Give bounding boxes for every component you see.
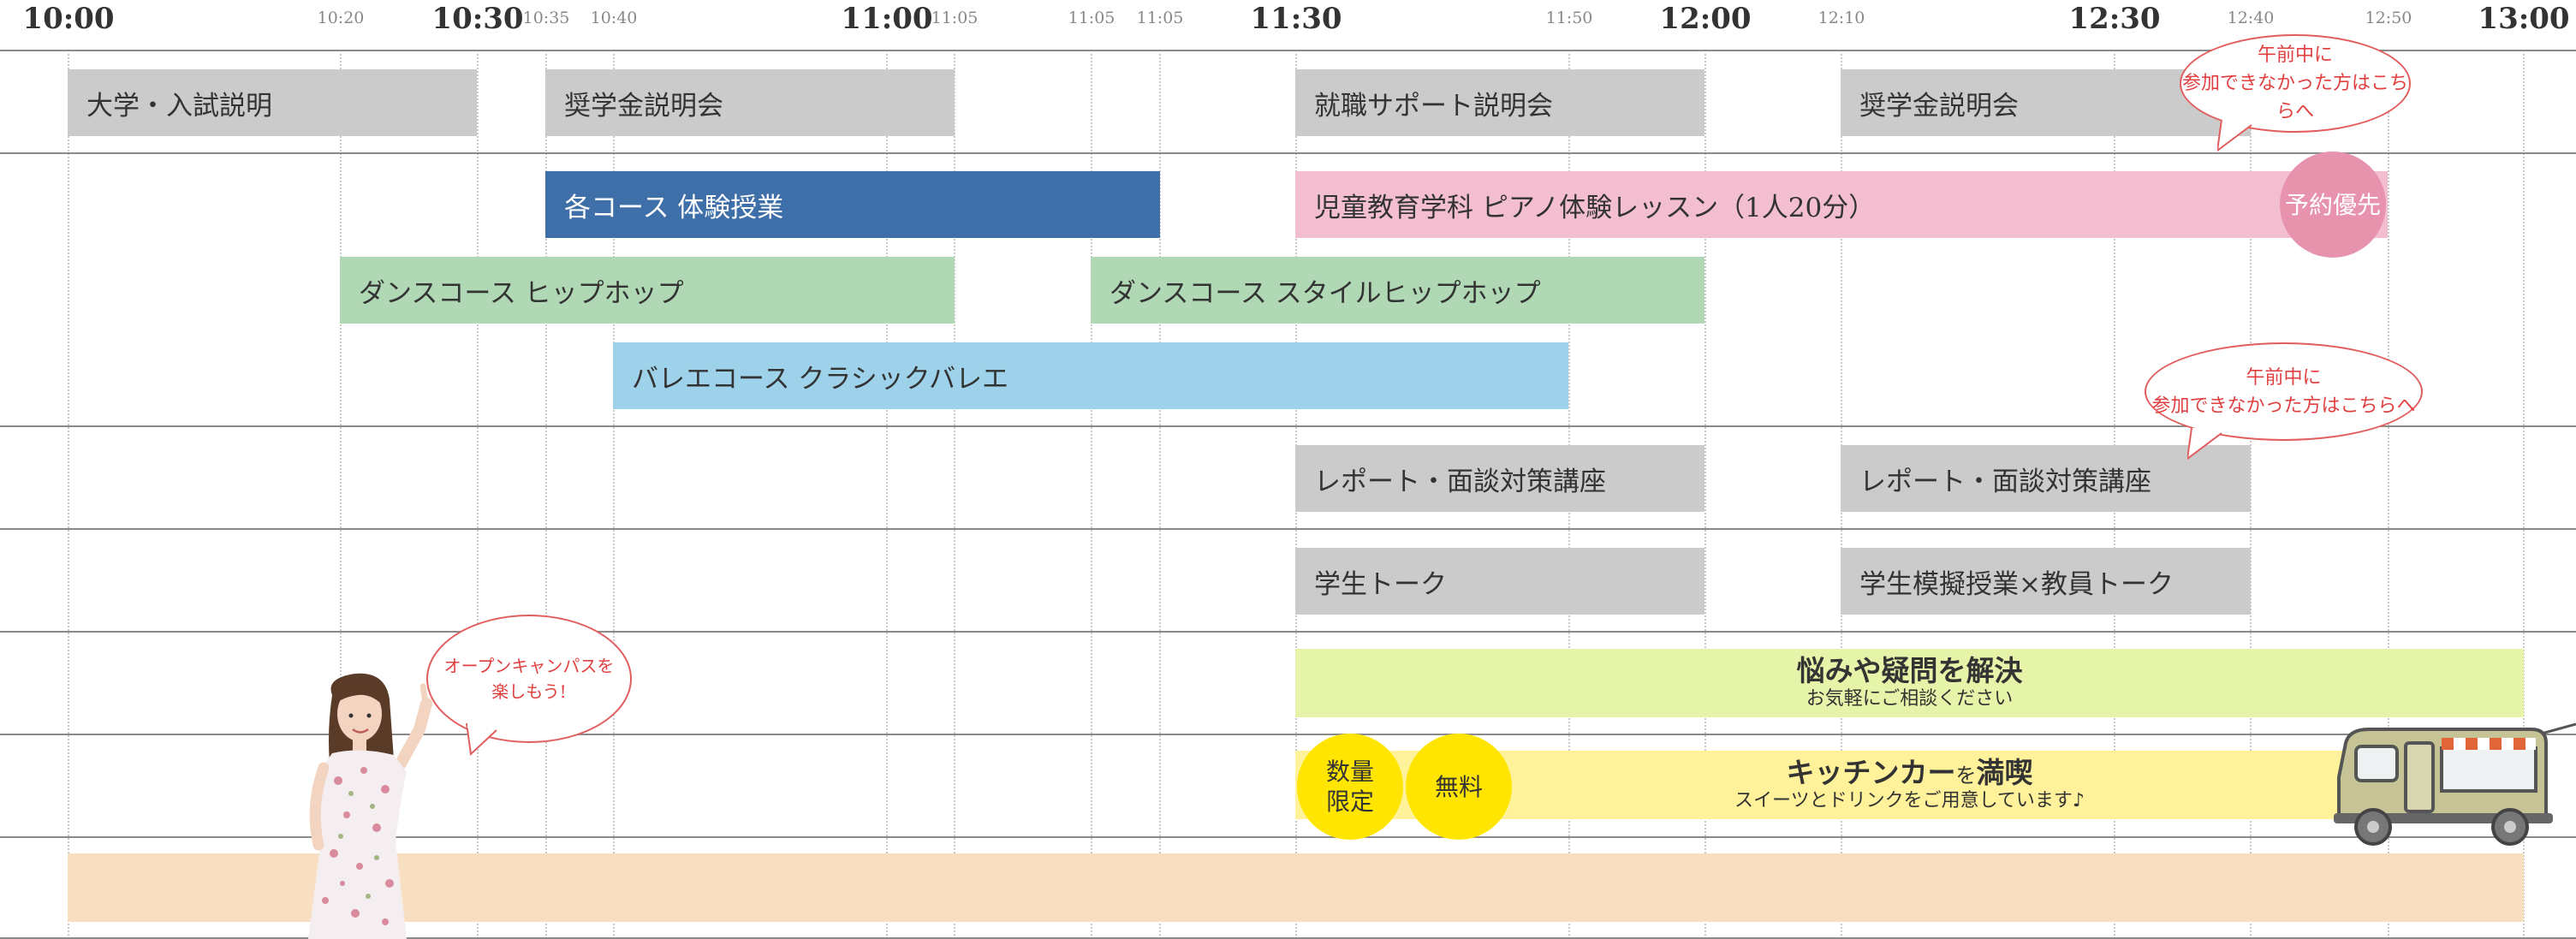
- major-tick: 12:00: [1659, 2, 1752, 36]
- free-badge: 無料: [1406, 734, 1512, 840]
- session-mock-class[interactable]: 学生模擬授業×教員トーク: [1841, 548, 2251, 615]
- bubble-tail-middle: [2187, 428, 2222, 461]
- session-label: レポート・面談対策講座: [1314, 466, 1606, 497]
- row-line: [0, 152, 2576, 154]
- speech-bubble-person: オープンキャンパスを 楽しもう!: [426, 615, 632, 743]
- bubble-tail-top: [2217, 120, 2252, 152]
- reservation-priority-badge: 予約優先: [2280, 152, 2386, 258]
- guide-line: [613, 50, 615, 939]
- session-label: 就職サポート説明会: [1314, 90, 1553, 122]
- session-label: 学生トーク: [1314, 568, 1447, 600]
- bubble-top-line1: 午前中に: [2257, 45, 2333, 66]
- bubble-tail-person: [466, 723, 497, 757]
- minor-tick: 10:35: [522, 9, 570, 27]
- guide-line: [340, 50, 342, 939]
- minor-tick: 12:40: [2227, 9, 2275, 27]
- guide-line: [477, 50, 479, 939]
- row-line: [0, 528, 2576, 530]
- row-line: [0, 50, 2576, 51]
- guide-line: [68, 50, 69, 939]
- guide-line: [1091, 50, 1092, 939]
- session-label: ダンスコース ヒップホップ: [359, 277, 684, 309]
- session-career[interactable]: 就職サポート説明会: [1295, 69, 1704, 136]
- guide-line: [954, 50, 955, 939]
- session-label: ダンスコース スタイルヒップホップ: [1110, 277, 1541, 309]
- row-line: [0, 631, 2576, 633]
- session-label: バレエコース クラシックバレエ: [632, 363, 1009, 395]
- student-illustration: [308, 673, 432, 939]
- session-dance-style[interactable]: ダンスコース スタイルヒップホップ: [1091, 257, 1704, 324]
- limited-badge-line2: 限定: [1325, 787, 1374, 816]
- minor-tick: 11:05: [1068, 9, 1115, 27]
- consultation-band[interactable]: 悩みや疑問を解決 お気軽にご相談ください: [1295, 649, 2524, 717]
- food-truck-icon: [2334, 722, 2576, 846]
- major-tick: 13:00: [2478, 2, 2570, 36]
- guide-line: [2250, 50, 2252, 939]
- badge-label: 予約優先: [2284, 190, 2381, 219]
- minor-tick: 10:40: [590, 9, 638, 27]
- session-piano[interactable]: 児童教育学科 ピアノ体験レッスン（1人20分）: [1295, 171, 2388, 238]
- speech-bubble-middle: 午前中に 参加できなかった方はこちらへ: [2145, 342, 2423, 441]
- session-label: 奨学金説明会: [1859, 90, 2019, 122]
- speech-bubble-top: 午前中に 参加できなかった方はこちらへ: [2180, 34, 2411, 133]
- kitchen-car-title-particle: を: [1955, 763, 1977, 787]
- session-student-talk[interactable]: 学生トーク: [1295, 548, 1704, 615]
- major-tick: 10:30: [431, 2, 524, 36]
- session-dance-hiphop[interactable]: ダンスコース ヒップホップ: [340, 257, 955, 324]
- session-ballet[interactable]: バレエコース クラシックバレエ: [613, 342, 1568, 409]
- session-label: 大学・入試説明: [86, 90, 272, 122]
- limited-badge-line1: 数量: [1325, 758, 1374, 786]
- session-report-2[interactable]: レポート・面談対策講座: [1841, 445, 2251, 512]
- major-tick: 12:30: [2068, 2, 2161, 36]
- bubble-mid-line1: 午前中に: [2246, 366, 2322, 389]
- kitchen-car-subtitle: スイーツとドリンクをご用意しています♪: [1734, 789, 2085, 811]
- session-course-trial[interactable]: 各コース 体験授業: [545, 171, 1160, 238]
- row-line: [0, 937, 2576, 939]
- guide-line: [886, 50, 888, 939]
- session-label: 奨学金説明会: [564, 90, 723, 122]
- minor-tick: 12:50: [2365, 9, 2412, 27]
- major-tick: 11:30: [1250, 2, 1342, 36]
- guide-line: [1704, 50, 1706, 939]
- bubble-top-line2: 参加できなかった方はこちらへ: [2181, 73, 2408, 122]
- consultation-title: 悩みや疑問を解決: [1796, 653, 2023, 687]
- major-tick: 10:00: [22, 2, 115, 36]
- minor-tick: 11:05: [1136, 9, 1184, 27]
- session-report-1[interactable]: レポート・面談対策講座: [1295, 445, 1704, 512]
- minor-tick: 11:50: [1545, 9, 1593, 27]
- minor-tick: 10:20: [317, 9, 365, 27]
- session-label: 学生模擬授業×教員トーク: [1859, 568, 2174, 600]
- major-tick: 11:00: [841, 2, 933, 36]
- limited-badge-text: 数量 限定: [1326, 757, 1374, 817]
- bubble-mid-line2: 参加できなかった方はこちらへ: [2151, 395, 2416, 417]
- session-admission[interactable]: 大学・入試説明: [68, 69, 477, 136]
- free-badge-label: 無料: [1434, 772, 1483, 801]
- guide-line: [1159, 50, 1161, 939]
- bottom-band: [68, 853, 2524, 922]
- bubble-person-line2: 楽しもう!: [491, 681, 567, 702]
- bubble-person-line1: オープンキャンパスを: [443, 656, 615, 676]
- consultation-subtitle: お気軽にご相談ください: [1806, 687, 2014, 710]
- kitchen-car-title-a: キッチンカー: [1786, 755, 1956, 789]
- guide-line: [545, 50, 547, 939]
- limited-quantity-badge: 数量 限定: [1297, 734, 1403, 840]
- row-line: [0, 734, 2576, 735]
- kitchen-car-title-b: 満喫: [1976, 755, 2033, 789]
- minor-tick: 11:05: [931, 9, 979, 27]
- session-label: レポート・面談対策講座: [1859, 466, 2151, 497]
- row-line: [0, 425, 2576, 427]
- session-scholarship-1[interactable]: 奨学金説明会: [545, 69, 955, 136]
- session-label: 各コース 体験授業: [564, 192, 784, 223]
- minor-tick: 12:10: [1817, 9, 1865, 27]
- guide-line: [2388, 50, 2389, 939]
- row-line: [0, 836, 2576, 838]
- kitchen-car-title: キッチンカーを満喫: [1786, 755, 2033, 789]
- guide-line: [2523, 50, 2525, 939]
- session-label: 児童教育学科 ピアノ体験レッスン（1人20分）: [1314, 192, 1876, 223]
